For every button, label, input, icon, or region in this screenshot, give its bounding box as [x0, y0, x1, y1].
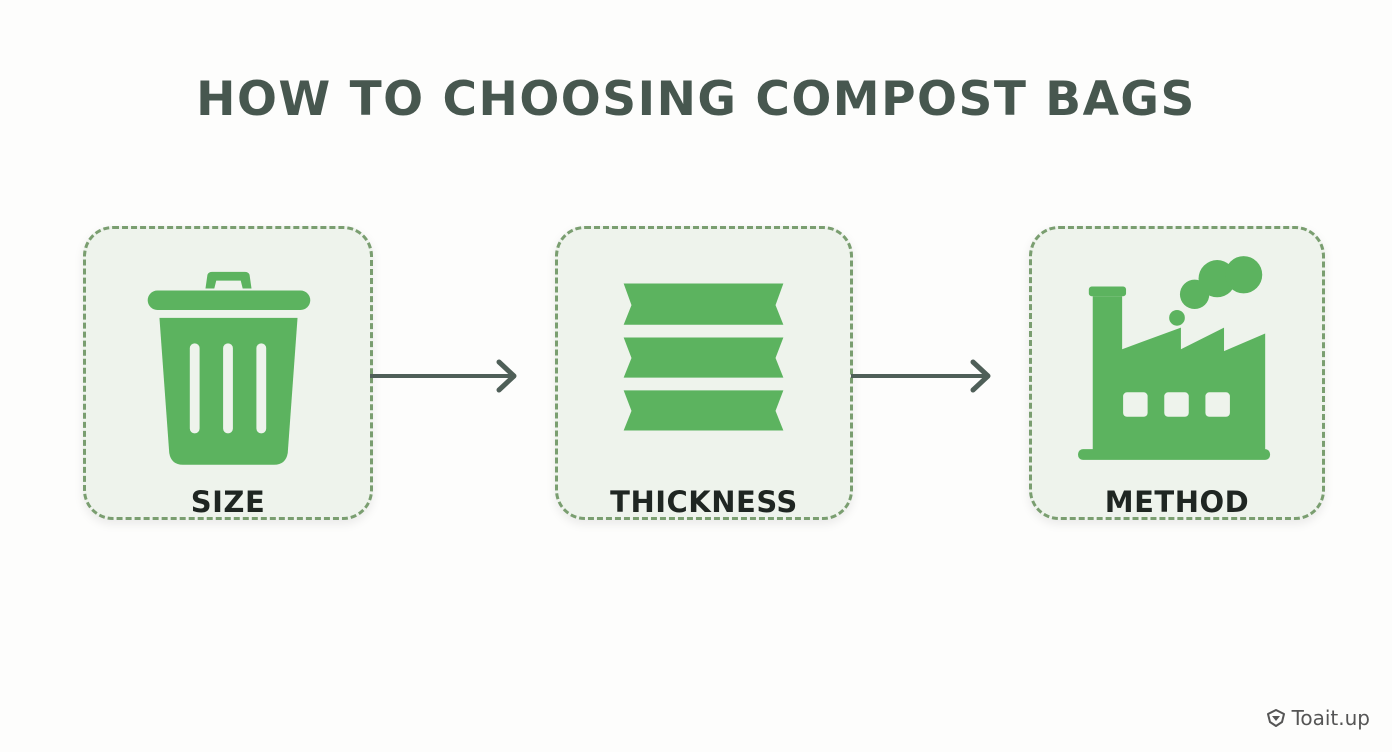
factory-icon: [1078, 256, 1271, 460]
arrow-right-icon: [370, 359, 517, 393]
page-title: HOW TO CHOOSING COMPOST BAGS: [196, 72, 1196, 127]
watermark-text: Toait.up: [1291, 706, 1370, 730]
step-card-size: SIZE: [83, 226, 373, 520]
step-card-thickness: THICKNESS: [555, 226, 853, 520]
watermark: Toait.up: [1266, 706, 1370, 730]
trash-can-icon: [147, 271, 311, 465]
logo-icon: [1266, 709, 1285, 727]
step-label-thickness: THICKNESS: [610, 485, 798, 519]
step-label-method: METHOD: [1104, 485, 1250, 519]
arrow-right-icon: [851, 359, 991, 393]
stacked-layers-icon: [623, 283, 784, 431]
step-label-size: SIZE: [190, 485, 266, 519]
step-card-method: METHOD: [1029, 226, 1325, 520]
